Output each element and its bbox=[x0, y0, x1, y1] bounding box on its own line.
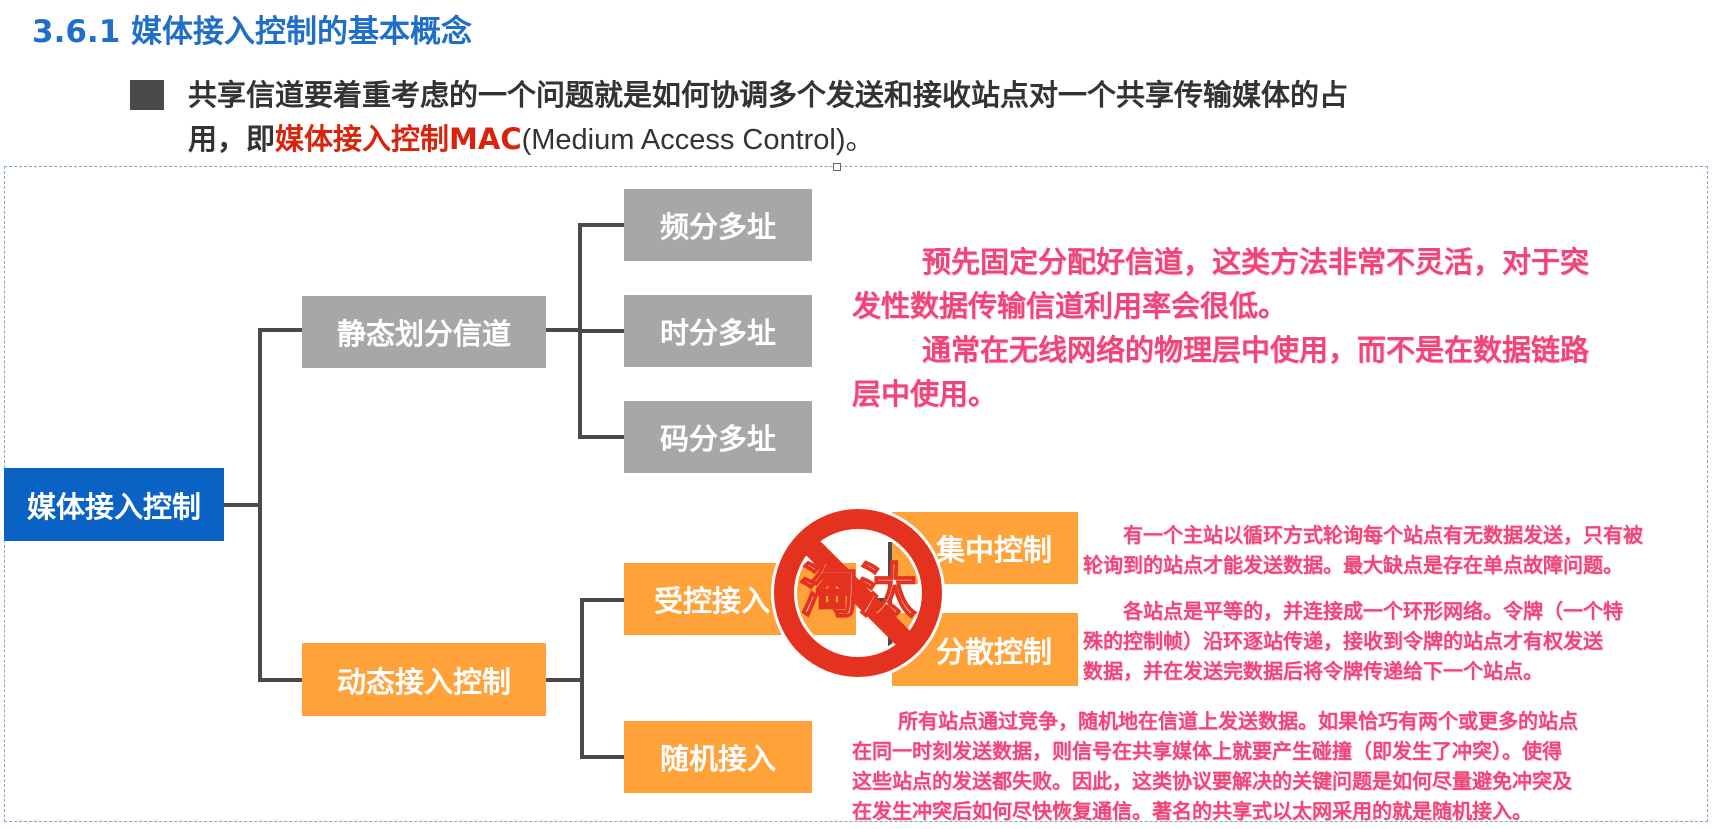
note-central-line: 轮询到的站点才能发送数据。最大缺点是存在单点故障问题。 bbox=[1083, 553, 1623, 577]
mac-highlight: 媒体接入控制MAC bbox=[275, 122, 522, 156]
node-cdma: 码分多址 bbox=[624, 401, 812, 473]
node-static: 静态划分信道 bbox=[302, 296, 546, 368]
bullet-square-icon bbox=[130, 80, 164, 110]
note-random-line: 所有站点通过竞争，随机地在信道上发送数据。如果恰巧有两个或更多的站点 bbox=[898, 709, 1578, 733]
note-distributed: 各站点是平等的，并连接成一个环形网络。令牌（一个特 殊的控制帧）沿环逐站传递，接… bbox=[1083, 596, 1712, 686]
note-distributed-line: 殊的控制帧）沿环逐站传递，接收到令牌的站点才有权发送 bbox=[1083, 629, 1603, 653]
note-distributed-line: 数据，并在发送完数据后将令牌传递给下一个站点。 bbox=[1083, 659, 1543, 683]
note-random-line: 在同一时刻发送数据，则信号在共享媒体上就要产生碰撞（即发生了冲突）。使得 bbox=[852, 739, 1562, 763]
node-root: 媒体接入控制 bbox=[4, 468, 224, 541]
note-static-line: 层中使用。 bbox=[852, 377, 998, 411]
node-dynamic: 动态接入控制 bbox=[302, 643, 546, 716]
note-static-line: 预先固定分配好信道，这类方法非常不灵活，对于突 bbox=[922, 245, 1590, 279]
note-static-line: 通常在无线网络的物理层中使用，而不是在数据链路 bbox=[922, 333, 1590, 367]
node-fdma: 频分多址 bbox=[624, 189, 812, 261]
node-random: 随机接入 bbox=[624, 721, 812, 793]
note-central-line: 有一个主站以循环方式轮询每个站点有无数据发送，只有被 bbox=[1123, 523, 1643, 547]
node-controlled: 受控接入 bbox=[624, 563, 856, 635]
stamp-text: 淘汰 bbox=[800, 557, 916, 625]
note-random-line: 在发生冲突后如何尽快恢复通信。著名的共享式以太网采用的就是随机接入。 bbox=[852, 799, 1532, 823]
resize-handle bbox=[833, 163, 841, 171]
intro-line-2-suffix: (Medium Access Control)。 bbox=[521, 124, 875, 156]
note-distributed-line: 各站点是平等的，并连接成一个环形网络。令牌（一个特 bbox=[1123, 599, 1623, 623]
node-tdma: 时分多址 bbox=[624, 295, 812, 367]
note-central: 有一个主站以循环方式轮询每个站点有无数据发送，只有被 轮询到的站点才能发送数据。… bbox=[1083, 520, 1712, 580]
intro-line-2: 用，即媒体接入控制MAC(Medium Access Control)。 bbox=[188, 116, 875, 158]
note-random-line: 这些站点的发送都失败。因此，这类协议要解决的关键问题是如何尽量避免冲突及 bbox=[852, 769, 1572, 793]
intro-line-2-prefix: 用，即 bbox=[188, 122, 276, 156]
prohibited-stamp-icon: 淘汰 bbox=[771, 506, 945, 680]
note-random: 所有站点通过竞争，随机地在信道上发送数据。如果恰巧有两个或更多的站点 在同一时刻… bbox=[852, 706, 1712, 826]
intro-line-1: 共享信道要着重考虑的一个问题就是如何协调多个发送和接收站点对一个共享传输媒体的占 bbox=[188, 78, 1349, 112]
note-static: 预先固定分配好信道，这类方法非常不灵活，对于突 发性数据传输信道利用率会很低。 … bbox=[852, 240, 1712, 416]
note-static-line: 发性数据传输信道利用率会很低。 bbox=[852, 289, 1288, 323]
page-title: 3.6.1 媒体接入控制的基本概念 bbox=[32, 14, 473, 50]
